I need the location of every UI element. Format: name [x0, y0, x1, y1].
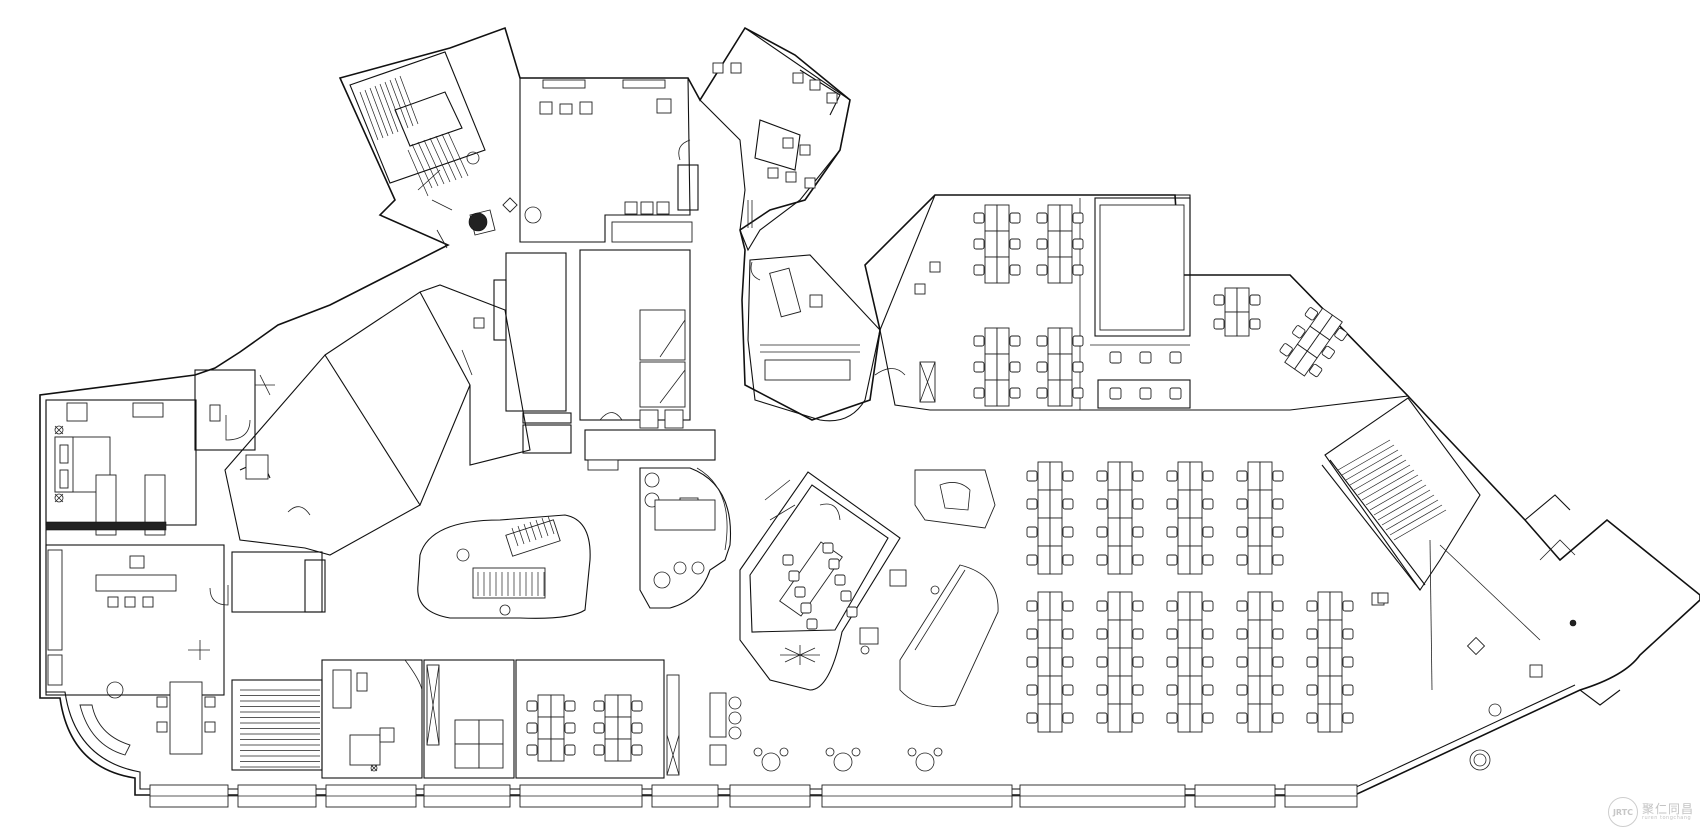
restroom-block: [699, 27, 851, 281]
top-right-workstations: [879, 194, 1410, 411]
watermark-logo: JRTC 聚仁同昌 ruren tongchang: [1608, 797, 1694, 827]
main-open-office: [1026, 461, 1389, 733]
left-wing-rooms: [45, 369, 275, 756]
top-center-lounge: [519, 77, 699, 243]
watermark-brand-cn: 聚仁同昌: [1642, 802, 1695, 817]
right-stair-tower: [1321, 397, 1577, 771]
top-left-stair: [349, 51, 542, 249]
pantry: [747, 254, 936, 422]
angled-room-block: [224, 249, 716, 556]
central-stair: [231, 551, 326, 771]
island-pod: [417, 514, 591, 619]
center-rooms: [639, 467, 999, 708]
building-shell: [39, 26, 1700, 796]
bottom-facade-windows: [149, 784, 1358, 808]
watermark-seal-icon: JRTC: [1608, 797, 1638, 827]
cafe-tables: [753, 747, 943, 772]
watermark-brand-en: ruren tongchang: [1642, 814, 1692, 821]
bottom-offices: [321, 659, 742, 779]
